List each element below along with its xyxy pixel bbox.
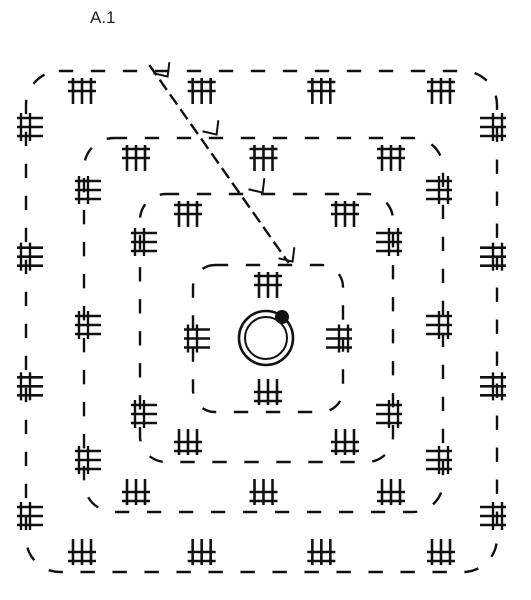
treble-group-round-3-bottom-3 (377, 479, 405, 505)
magic-ring-inner (244, 316, 288, 360)
treble-group-round-4-right-1 (480, 113, 506, 141)
start-arrow (148, 62, 296, 264)
treble-group-round-3-bottom-2 (249, 479, 278, 505)
arrow-head-4 (278, 247, 296, 263)
treble-group-round-4-right-2 (480, 242, 506, 271)
treble-group-round-2-top-1 (174, 201, 202, 227)
treble-group-round-1-top-1 (254, 272, 282, 298)
treble-group-round-4-top-1 (68, 78, 96, 104)
treble-group-round-4-right-3 (480, 372, 506, 401)
diagram-title: A.1 (90, 8, 116, 27)
treble-group-round-4-right-4 (480, 502, 506, 530)
treble-group-round-2-left-1 (131, 228, 157, 256)
treble-group-round-1-bottom-1 (254, 379, 282, 405)
treble-group-round-3-top-3 (377, 145, 405, 171)
treble-group-round-2-bottom-1 (174, 429, 202, 455)
stitch-groups (17, 78, 506, 565)
treble-group-round-2-top-2 (331, 201, 359, 227)
chain-outline-round-2 (138, 192, 395, 464)
round-corners (24, 69, 499, 574)
treble-group-round-1-left-1 (184, 324, 210, 353)
treble-group-round-4-bottom-1 (68, 539, 96, 565)
treble-group-round-4-left-4 (17, 502, 43, 530)
center-ring (237, 309, 295, 367)
treble-group-round-2-right-1 (376, 228, 402, 256)
treble-group-round-3-right-2 (426, 311, 452, 339)
treble-group-round-3-left-3 (75, 446, 101, 474)
treble-group-round-3-bottom-1 (122, 479, 150, 505)
treble-group-round-3-top-1 (122, 145, 150, 171)
treble-group-round-3-top-2 (249, 145, 278, 171)
slip-stitch-dot (275, 310, 289, 324)
arrow-head-1 (153, 62, 171, 78)
treble-group-round-4-left-2 (17, 242, 43, 271)
treble-group-round-3-right-3 (426, 446, 452, 474)
treble-group-round-2-right-2 (376, 400, 402, 428)
arrow-line (148, 64, 290, 264)
treble-group-round-2-bottom-2 (331, 429, 359, 455)
arrow-head-2 (202, 120, 220, 136)
treble-group-round-4-left-1 (17, 113, 43, 141)
treble-group-round-1-right-1 (326, 324, 352, 353)
treble-group-round-4-bottom-2 (187, 539, 216, 565)
treble-group-round-2-left-2 (131, 400, 157, 428)
treble-group-round-4-top-4 (427, 78, 455, 104)
chain-outline-round-4 (24, 69, 499, 574)
treble-group-round-4-top-3 (307, 78, 336, 104)
treble-group-round-4-top-2 (187, 78, 216, 104)
treble-group-round-3-left-2 (75, 311, 101, 339)
treble-group-round-4-bottom-3 (307, 539, 336, 565)
treble-group-round-3-left-1 (75, 176, 101, 204)
magic-ring-outer (237, 309, 295, 367)
arrow-head-3 (248, 178, 266, 194)
treble-group-round-4-bottom-4 (427, 539, 455, 565)
treble-group-round-3-right-1 (426, 176, 452, 204)
treble-group-round-4-left-3 (17, 372, 43, 401)
